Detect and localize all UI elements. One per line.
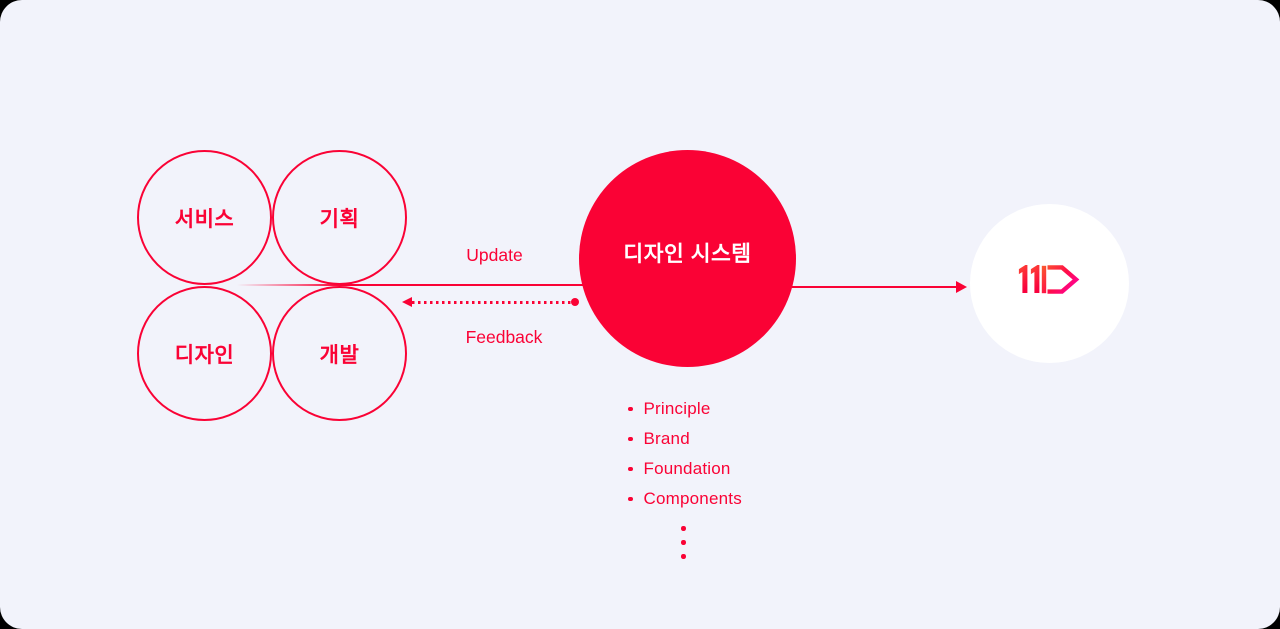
list-item: Principle xyxy=(628,394,742,424)
team-circle-development: 개발 xyxy=(272,286,407,421)
team-circle-service: 서비스 xyxy=(137,150,272,285)
team-circle-design-label: 디자인 xyxy=(174,343,235,367)
bullet-icon xyxy=(628,466,633,472)
list-item: Brand xyxy=(628,424,742,454)
bullet-icon xyxy=(628,496,633,502)
vertical-ellipsis-icon xyxy=(681,526,686,559)
dot xyxy=(681,540,686,545)
team-circle-service-label: 서비스 xyxy=(174,207,235,231)
feedback-dotted-line xyxy=(412,301,574,304)
update-label: Update xyxy=(466,245,523,265)
team-circle-development-label: 개발 xyxy=(319,343,360,367)
deliverable-label: Brand xyxy=(643,429,690,448)
dot xyxy=(681,554,686,559)
logo-digit-1 xyxy=(1030,265,1040,293)
team-circle-planning: 기획 xyxy=(272,150,407,285)
design-system-label: 디자인 시스템 xyxy=(623,242,752,266)
feedback-origin-dot xyxy=(571,298,579,306)
deliverable-label: Foundation xyxy=(643,459,731,478)
deliverables-list: Principle Brand Foundation Components xyxy=(628,394,742,514)
logo-arrow-outline xyxy=(1047,265,1080,294)
dot xyxy=(681,526,686,531)
team-circle-design: 디자인 xyxy=(137,286,272,421)
system-to-product-arrow-line xyxy=(792,286,958,288)
deliverable-label: Principle xyxy=(643,399,711,418)
feedback-label: Feedback xyxy=(465,327,543,347)
feedback-arrowhead-icon xyxy=(402,297,412,307)
product-circle xyxy=(970,204,1129,363)
bullet-icon xyxy=(628,406,633,412)
deliverable-label: Components xyxy=(643,489,742,508)
bullet-icon xyxy=(628,436,633,442)
list-item: Components xyxy=(628,484,742,514)
team-circle-planning-label: 기획 xyxy=(319,207,360,231)
11st-logo-icon xyxy=(1018,265,1080,294)
logo-digit-1 xyxy=(1018,265,1028,293)
update-arrow-line xyxy=(237,284,583,286)
design-system-circle: 디자인 시스템 xyxy=(579,150,796,367)
list-item: Foundation xyxy=(628,454,742,484)
system-to-product-arrowhead-icon xyxy=(956,281,967,293)
